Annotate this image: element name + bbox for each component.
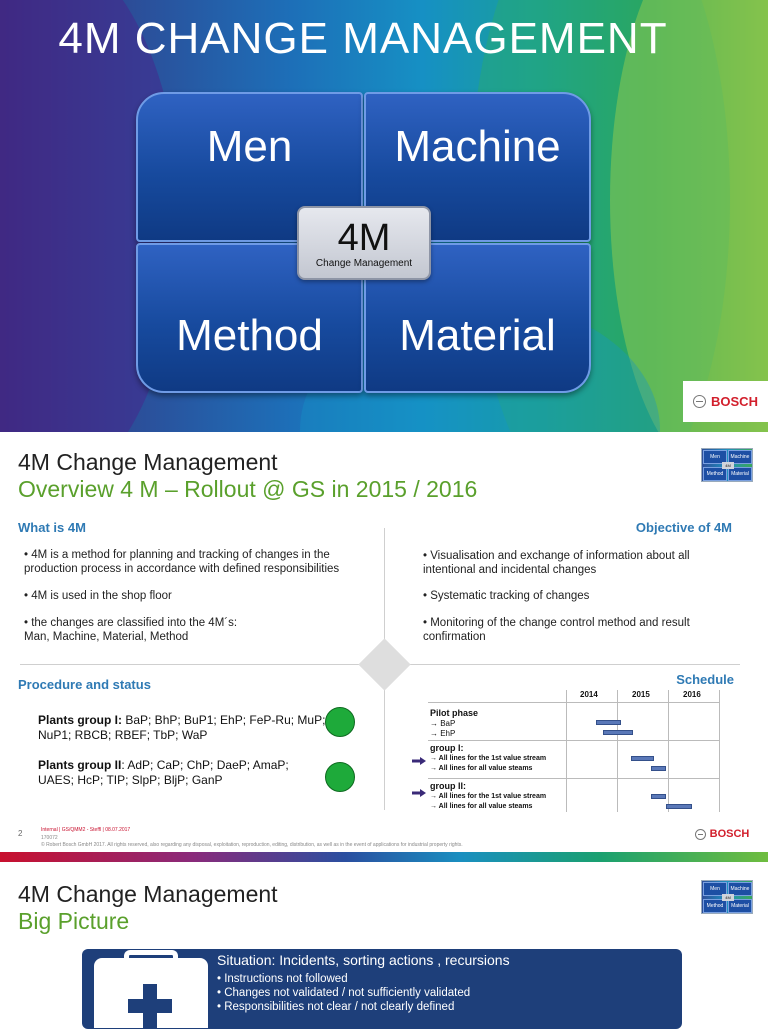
what-item: • the changes are classified into the 4M… — [24, 617, 238, 643]
what-is-4m-heading: What is 4M — [18, 520, 86, 535]
thumb-machine: Machine — [728, 450, 752, 464]
schedule-row-label: → All lines for the 1st value stream — [430, 793, 547, 800]
schedule-row-label: → All lines for the 1st value stream — [430, 755, 547, 762]
thumb-method: Method — [703, 899, 727, 913]
situation-item: • Instructions not followed — [217, 973, 348, 985]
4m-thumbnail: Men Machine Method Material 4M — [701, 448, 753, 482]
schedule-heading: Schedule — [676, 672, 734, 687]
situation-item: • Changes not validated / not sufficient… — [217, 987, 471, 999]
slide-subtitle: Big Picture — [18, 908, 130, 934]
right-arrow-icon — [412, 757, 426, 765]
thumb-machine: Machine — [728, 882, 752, 896]
objective-item: • Monitoring of the change control metho… — [423, 617, 690, 643]
grid-line — [617, 690, 618, 812]
gantt-bar — [631, 756, 654, 761]
schedule-row-label: → BaP — [430, 719, 456, 728]
year-label: 2016 — [683, 690, 701, 699]
footer-classification: Internal | GS/QMM2 - Steffl | 08.07.2017 — [41, 827, 131, 833]
plants-group-list: : AdP; CaP; ChP; DaeP; AmaP; UAES; HcP; … — [38, 758, 289, 787]
thumb-men: Men — [703, 882, 727, 896]
quadrant-material: Material — [364, 243, 591, 393]
background-wave — [610, 0, 768, 432]
status-dot-green — [325, 707, 355, 737]
overview-slide: 4M Change Management Overview 4 M – Roll… — [0, 432, 768, 862]
schedule-row-label: group II: — [430, 781, 466, 791]
divider-horizontal — [20, 664, 360, 665]
bosch-wordmark: BOSCH — [711, 394, 758, 409]
quadrant-label: Machine — [394, 122, 561, 171]
gantt-bar — [603, 730, 633, 735]
objective-heading: Objective of 4M — [635, 520, 732, 535]
year-label: 2015 — [632, 690, 650, 699]
gantt-bar — [666, 804, 692, 809]
right-arrow-icon — [412, 789, 426, 797]
thumb-center: 4M — [722, 462, 734, 469]
grid-line — [428, 702, 720, 703]
objective-item: • Visualisation and exchange of informat… — [423, 550, 690, 576]
bosch-logo: BOSCH — [683, 381, 768, 422]
what-item: • 4M is used in the shop floor — [24, 590, 172, 602]
schedule-row-label: Pilot phase — [430, 708, 479, 718]
slide-title: 4M CHANGE MANAGEMENT — [58, 14, 668, 63]
big-picture-slide: 4M Change Management Big Picture Men Mac… — [0, 862, 768, 1029]
schedule-gantt: 2014 2015 2016 Pilot phase → BaP → EhP g… — [428, 690, 720, 812]
center-4m-box: 4M Change Management — [297, 206, 431, 280]
grid-line — [428, 740, 720, 741]
thumb-material: Material — [728, 899, 752, 913]
bosch-logo: BOSCH — [688, 825, 756, 843]
procedure-heading: Procedure and status — [18, 677, 151, 692]
gantt-bar — [651, 794, 666, 799]
schedule-row-label: → All lines for all value steams — [430, 765, 533, 772]
plants-group-1: Plants group I: BaP; BhP; BuP1; EhP; FeP… — [38, 713, 328, 743]
gantt-bar — [651, 766, 666, 771]
quadrant-label: Men — [206, 122, 293, 171]
center-diamond — [358, 638, 411, 691]
center-4m-label: 4M — [337, 217, 391, 259]
thumb-method: Method — [703, 467, 727, 481]
title-slide: 4M CHANGE MANAGEMENT Men Machine Method … — [0, 0, 768, 432]
schedule-row-label: → EhP — [430, 729, 456, 738]
year-label: 2014 — [580, 690, 598, 699]
quadrant-label: Method — [176, 311, 323, 360]
plants-group-2: Plants group II: AdP; CaP; ChP; DaeP; Am… — [38, 758, 328, 788]
status-dot-green — [325, 762, 355, 792]
plants-group-label: Plants group I: — [38, 713, 122, 727]
thumb-men: Men — [703, 450, 727, 464]
slide-title: 4M Change Management — [18, 449, 278, 475]
schedule-row-label: → All lines for all value steams — [430, 803, 533, 810]
thumb-material: Material — [728, 467, 752, 481]
grid-line — [668, 690, 669, 812]
what-item: • 4M is a method for planning and tracki… — [24, 549, 340, 575]
thumb-center: 4M — [722, 894, 734, 901]
plants-group-label: Plants group II — [38, 758, 122, 772]
grid-line — [566, 690, 567, 812]
slide-title: 4M Change Management — [18, 881, 278, 907]
divider-horizontal — [410, 664, 740, 665]
bosch-circle-icon — [693, 395, 707, 408]
situation-title: Situation: Incidents, sorting actions , … — [217, 952, 510, 968]
plants-group-list: BaP; BhP; BuP1; EhP; FeP-Ru; MuP; NuP1; … — [38, 713, 326, 742]
quadrant-label: Material — [399, 311, 556, 360]
slide-subtitle: Overview 4 M – Rollout @ GS in 2015 / 20… — [18, 476, 478, 502]
gantt-bar — [596, 720, 621, 725]
grid-line — [719, 690, 720, 812]
schedule-row-label: group I: — [430, 743, 464, 753]
situation-item: • Responsibilities not clear / not clear… — [217, 1001, 455, 1013]
footer-id: 170072 — [41, 835, 58, 841]
4m-thumbnail: Men Machine Method Material 4M — [701, 880, 753, 914]
page-number: 2 — [18, 829, 23, 838]
medical-cross-icon — [128, 999, 172, 1013]
footer-copyright: © Robert Bosch GmbH 2017. All rights res… — [41, 842, 463, 848]
objective-item: • Systematic tracking of changes — [423, 590, 590, 602]
bosch-wordmark: BOSCH — [709, 828, 750, 840]
bosch-circle-icon — [694, 828, 706, 840]
first-aid-kit-handle — [124, 950, 178, 964]
center-4m-caption: Change Management — [315, 258, 413, 269]
grid-line — [428, 778, 720, 779]
color-strip — [0, 852, 768, 862]
